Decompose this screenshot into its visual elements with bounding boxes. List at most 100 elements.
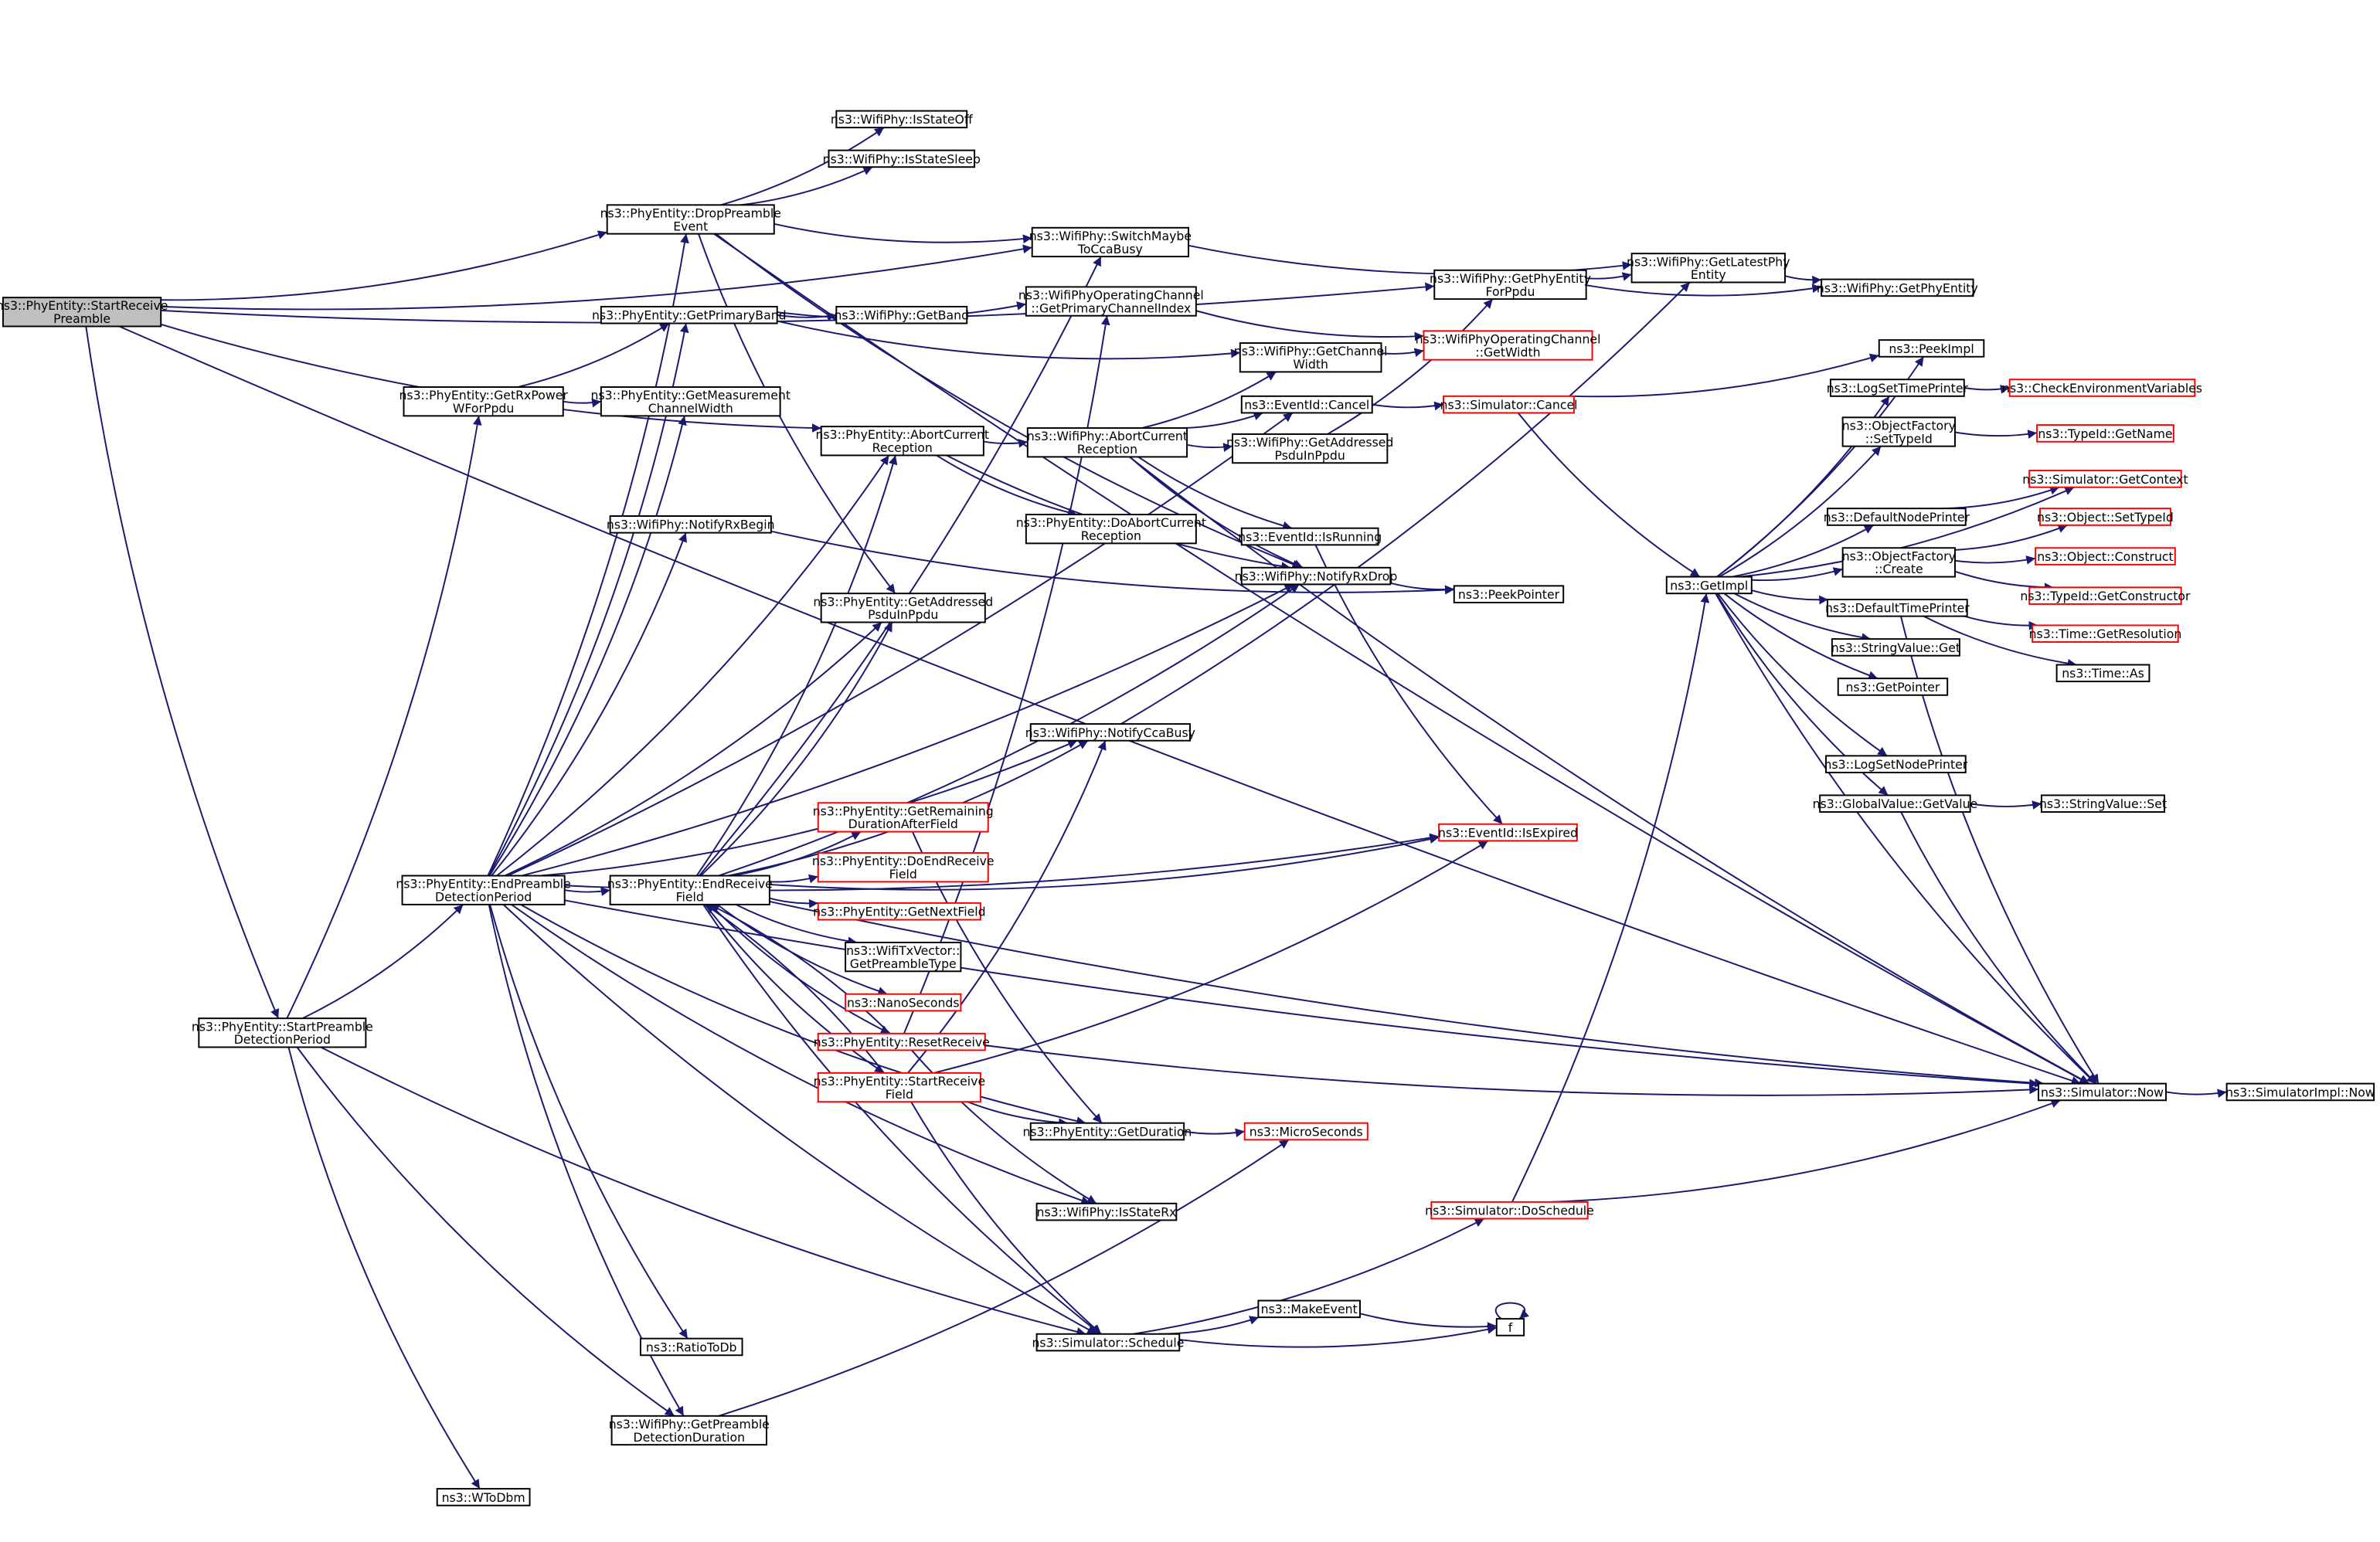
node-label: PsduInPpdu bbox=[868, 607, 938, 622]
node-label: ns3::WifiPhy::AbortCurrent bbox=[1027, 429, 1188, 443]
graph-node-n46[interactable]: ns3::WifiPhy::GetPreambleDetectionDurati… bbox=[609, 1415, 770, 1446]
node-label: ChannelWidth bbox=[648, 401, 733, 416]
node-label: ns3::ObjectFactory bbox=[1842, 549, 1956, 563]
graph-node-n61[interactable]: ns3::DefaultTimePrinter bbox=[1825, 599, 1970, 617]
graph-node-n41[interactable]: ns3::Simulator::DoSchedule bbox=[1425, 1201, 1594, 1220]
graph-node-n6[interactable]: ns3::Simulator::Now bbox=[2038, 1082, 2168, 1102]
node-label: ns3::EventId::IsRunning bbox=[1238, 529, 1382, 544]
graph-node-n55[interactable]: ns3::Simulator::GetContext bbox=[2022, 470, 2188, 488]
graph-node-n23[interactable]: ns3::WifiPhy::NotifyRxBegin bbox=[607, 515, 775, 534]
graph-node-n52[interactable]: ns3::CheckEnvironmentVariables bbox=[2002, 379, 2202, 397]
graph-node-n9[interactable]: ns3::PhyEntity::GetPrimaryBand bbox=[592, 305, 787, 324]
graph-node-n49[interactable]: ns3::GetImpl bbox=[1665, 576, 1753, 595]
graph-node-n10[interactable]: ns3::WifiPhy::GetBand bbox=[834, 305, 969, 324]
graph-node-n45[interactable]: ns3::RatioToDb bbox=[639, 1337, 743, 1357]
graph-node-n25[interactable]: ns3::WifiPhy::NotifyRxDrop bbox=[1235, 566, 1398, 586]
graph-node-n8[interactable]: ns3::WifiPhy::IsStateSleep bbox=[823, 149, 981, 168]
graph-node-n38[interactable]: ns3::PhyEntity::GetDuration bbox=[1022, 1122, 1192, 1141]
graph-node-n5[interactable]: ns3::PhyEntity::StartPreambleDetectionPe… bbox=[192, 1017, 373, 1048]
graph-node-n26[interactable]: ns3::PeekPointer bbox=[1453, 585, 1565, 603]
graph-node-n60[interactable]: ns3::TypeId::GetConstructor bbox=[2020, 586, 2191, 605]
graph-node-n39[interactable]: ns3::MicroSeconds bbox=[1243, 1122, 1368, 1141]
graph-node-n13[interactable]: ns3::WifiPhyOperatingChannel::GetWidth bbox=[1416, 330, 1601, 361]
graph-node-n59[interactable]: ns3::Object::Construct bbox=[2035, 547, 2176, 566]
edge-n9-n10 bbox=[777, 311, 837, 321]
graph-node-n20[interactable]: ns3::Simulator::Cancel bbox=[1440, 395, 1578, 414]
graph-node-n43[interactable]: f bbox=[1495, 1318, 1525, 1337]
graph-node-n47[interactable]: ns3::WToDbm bbox=[436, 1488, 531, 1506]
graph-node-n62[interactable]: ns3::Time::GetResolution bbox=[2029, 624, 2182, 644]
graph-node-n34[interactable]: ns3::WifiTxVector::GetPreambleType bbox=[845, 941, 962, 973]
node-label: ns3::WifiPhy::GetAddressed bbox=[1226, 435, 1393, 450]
graph-node-n64[interactable]: ns3::Time::As bbox=[2055, 664, 2150, 683]
edge-n11-n13 bbox=[1195, 310, 1424, 341]
graph-node-n57[interactable]: ns3::Object::SetTypeId bbox=[2037, 508, 2174, 526]
node-box bbox=[835, 110, 968, 129]
graph-node-n51[interactable]: ns3::LogSetTimePrinter bbox=[1827, 379, 1969, 397]
edge-n20-n50 bbox=[1571, 353, 1880, 398]
graph-node-n48[interactable]: ns3::EventId::IsExpired bbox=[1438, 823, 1578, 842]
node-label: ForPpdu bbox=[1486, 284, 1535, 299]
graph-node-n54[interactable]: ns3::TypeId::GetName bbox=[2036, 424, 2174, 443]
graph-node-n28[interactable]: ns3::WifiPhy::NotifyCcaBusy bbox=[1025, 723, 1195, 742]
graph-node-n50[interactable]: ns3::PeekImpl bbox=[1878, 339, 1985, 358]
node-box bbox=[2008, 379, 2196, 397]
graph-node-n65[interactable]: ns3::GetPointer bbox=[1837, 678, 1949, 696]
node-box bbox=[1821, 278, 1974, 297]
graph-node-n11[interactable]: ns3::WifiPhyOperatingChannel::GetPrimary… bbox=[1018, 286, 1204, 317]
graph-node-n66[interactable]: ns3::LogSetNodePrinter bbox=[1824, 755, 1968, 773]
graph-node-n58[interactable]: ns3::ObjectFactory::Create bbox=[1841, 547, 1956, 578]
graph-node-n56[interactable]: ns3::DefaultNodePrinter bbox=[1824, 508, 1970, 526]
graph-node-n42[interactable]: ns3::MakeEvent bbox=[1257, 1299, 1361, 1319]
node-label: ns3::WifiPhy::GetBand bbox=[834, 308, 969, 323]
edge-n31-n4 bbox=[496, 454, 890, 877]
edge-n43-n43 bbox=[1494, 1302, 1529, 1320]
graph-node-n69[interactable]: ns3::SimulatorImpl::Now bbox=[2225, 1082, 2375, 1102]
graph-node-n40[interactable]: ns3::WifiPhy::IsStateRx bbox=[1035, 1202, 1178, 1221]
node-box bbox=[2028, 586, 2182, 605]
node-label: PsduInPpdu bbox=[1275, 448, 1345, 463]
edge-n32-n2 bbox=[699, 256, 1102, 877]
edge-n0-n3 bbox=[161, 282, 1435, 324]
graph-node-n7[interactable]: ns3::WifiPhy::IsStateOff bbox=[831, 110, 974, 129]
graph-node-n68[interactable]: ns3::StringValue::Set bbox=[2039, 794, 2167, 813]
node-box bbox=[1031, 226, 1190, 258]
edge-n32-n4 bbox=[695, 455, 898, 877]
graph-node-n19[interactable]: ns3::EventId::Cancel bbox=[1240, 395, 1373, 414]
node-label: ns3::WToDbm bbox=[442, 1490, 525, 1505]
graph-node-n53[interactable]: ns3::ObjectFactory::SetTypeId bbox=[1841, 416, 1956, 447]
edge-n5-n31 bbox=[302, 904, 464, 1020]
graph-node-n24[interactable]: ns3::EventId::IsRunning bbox=[1238, 527, 1382, 546]
node-label: ns3::MakeEvent bbox=[1261, 1302, 1358, 1316]
graph-node-n15[interactable]: ns3::PhyEntity::GetMeasurementChannelWid… bbox=[590, 386, 790, 417]
edge-n32-n27 bbox=[700, 622, 893, 877]
graph-node-n33[interactable]: ns3::PhyEntity::GetNextField bbox=[813, 902, 986, 921]
edge-n20-n49 bbox=[1517, 412, 1701, 578]
graph-node-n35[interactable]: ns3::NanoSeconds bbox=[845, 993, 962, 1012]
node-box bbox=[1827, 508, 1967, 526]
graph-node-n36[interactable]: ns3::PhyEntity::ResetReceive bbox=[814, 1032, 990, 1051]
graph-node-n29[interactable]: ns3::PhyEntity::GetRemainingDurationAfte… bbox=[813, 802, 994, 833]
graph-node-n67[interactable]: ns3::GlobalValue::GetValue bbox=[1813, 794, 1978, 813]
node-label: ns3::WifiPhy::GetPreamble bbox=[609, 1417, 770, 1432]
graph-node-n31[interactable]: ns3::PhyEntity::EndPreambleDetectionPeri… bbox=[396, 875, 571, 905]
graph-node-n44[interactable]: ns3::Simulator::Schedule bbox=[1032, 1333, 1184, 1352]
graph-node-n63[interactable]: ns3::StringValue::Get bbox=[1831, 638, 1960, 657]
graph-node-n17[interactable]: ns3::WifiPhy::GetPhyEntity bbox=[1817, 278, 1978, 297]
node-label: ns3::PhyEntity::StartPreamble bbox=[192, 1019, 373, 1034]
